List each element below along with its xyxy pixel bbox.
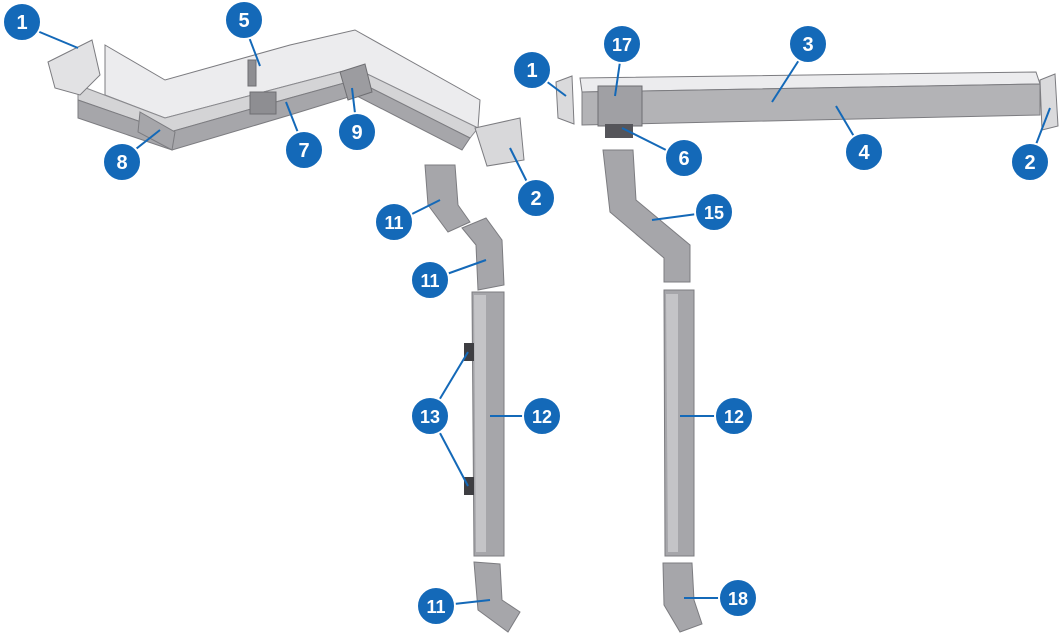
callout-circle xyxy=(512,50,552,90)
callout-number: 18 xyxy=(728,589,748,609)
offset-bend-top xyxy=(424,164,471,233)
callout-circle xyxy=(416,586,456,626)
pipe-clip-lower xyxy=(464,477,474,495)
callout-circle xyxy=(374,202,414,242)
offset-downpipe xyxy=(602,149,691,283)
callout-circle xyxy=(602,24,642,64)
callout-badge-c12a: 12 xyxy=(522,396,562,436)
callout-badge-c12b: 12 xyxy=(714,396,754,436)
callout-number: 1 xyxy=(16,12,27,34)
callout-number: 7 xyxy=(298,140,309,162)
callout-badge-c11b: 11 xyxy=(410,260,450,300)
callout-number: 17 xyxy=(612,35,632,55)
callout-badge-c3: 3 xyxy=(788,24,828,64)
callout-badge-c17: 17 xyxy=(602,24,642,64)
callout-number: 2 xyxy=(1024,152,1035,174)
callout-number: 11 xyxy=(420,271,439,291)
callout-circle xyxy=(714,396,754,436)
callout-circle xyxy=(410,396,450,436)
callout-number: 2 xyxy=(530,188,541,210)
internal-angle xyxy=(339,63,373,101)
callout-badge-c18: 18 xyxy=(718,578,758,618)
callout-circle xyxy=(410,260,450,300)
callout-circle xyxy=(844,132,884,172)
callout-badge-c6: 6 xyxy=(664,138,704,178)
callout-badge-c9: 9 xyxy=(337,112,377,152)
right-gutter-run xyxy=(555,71,1059,138)
callout-badge-c13: 13 xyxy=(410,396,450,436)
right-run-right-end-cap xyxy=(1039,73,1059,131)
callout-number: 15 xyxy=(704,203,724,223)
fascia-bracket xyxy=(247,59,257,87)
right-run-left-end-cap xyxy=(555,75,575,125)
callout-badge-c15: 15 xyxy=(694,192,734,232)
callout-number: 11 xyxy=(384,213,403,233)
callout-number: 12 xyxy=(724,407,744,427)
left-gutter-assembly xyxy=(47,29,525,167)
callout-circle xyxy=(718,578,758,618)
external-angle xyxy=(137,111,176,151)
callout-circle xyxy=(788,24,828,64)
callout-number: 13 xyxy=(420,407,440,427)
callout-badge-c2b: 2 xyxy=(1010,142,1050,182)
callout-badge-c7: 7 xyxy=(284,130,324,170)
left-end-cap xyxy=(47,39,101,96)
running-outlet xyxy=(597,85,643,127)
downpipe-length-left-highlight xyxy=(474,295,486,552)
callout-circle xyxy=(1010,142,1050,182)
callout-number: 6 xyxy=(678,148,689,170)
left-downpipe xyxy=(424,164,521,633)
callout-circle xyxy=(337,112,377,152)
offset-bend-second xyxy=(461,217,505,291)
callout-badge-c11a: 11 xyxy=(374,202,414,242)
callout-circle xyxy=(694,192,734,232)
callout-number: 5 xyxy=(238,10,249,32)
downpipe-length-right-highlight xyxy=(666,294,678,552)
callout-circle xyxy=(516,178,556,218)
callout-badge-c5: 5 xyxy=(224,0,264,40)
callout-number: 9 xyxy=(351,122,362,144)
outlet-spigot xyxy=(605,124,633,138)
right-gutter-front xyxy=(581,83,1041,126)
downpipe-shoe-left xyxy=(473,561,521,633)
gutter-joiner xyxy=(249,91,277,115)
right-downpipe xyxy=(602,149,703,633)
callout-badge-c4: 4 xyxy=(844,132,884,172)
callout-number: 8 xyxy=(116,152,127,174)
callout-number: 4 xyxy=(858,142,870,164)
downpipe-shoe-right xyxy=(662,562,703,633)
callout-badge-c8: 8 xyxy=(102,142,142,182)
callout-number: 12 xyxy=(532,407,552,427)
callout-badge-c1b: 1 xyxy=(512,50,552,90)
callout-badge-c2a: 2 xyxy=(516,178,556,218)
callout-circle xyxy=(284,130,324,170)
callout-circle xyxy=(522,396,562,436)
right-end-cap-upper xyxy=(474,117,525,167)
callout-number: 3 xyxy=(802,34,813,56)
callout-number: 11 xyxy=(426,597,445,617)
callout-badge-c11c: 11 xyxy=(416,586,456,626)
callout-circle xyxy=(102,142,142,182)
callout-number: 1 xyxy=(526,60,537,82)
callout-badge-c1a: 1 xyxy=(2,2,42,42)
callout-circle xyxy=(664,138,704,178)
pipe-clip-upper xyxy=(464,343,474,361)
callout-circle xyxy=(2,2,42,42)
callout-circle xyxy=(224,0,264,40)
